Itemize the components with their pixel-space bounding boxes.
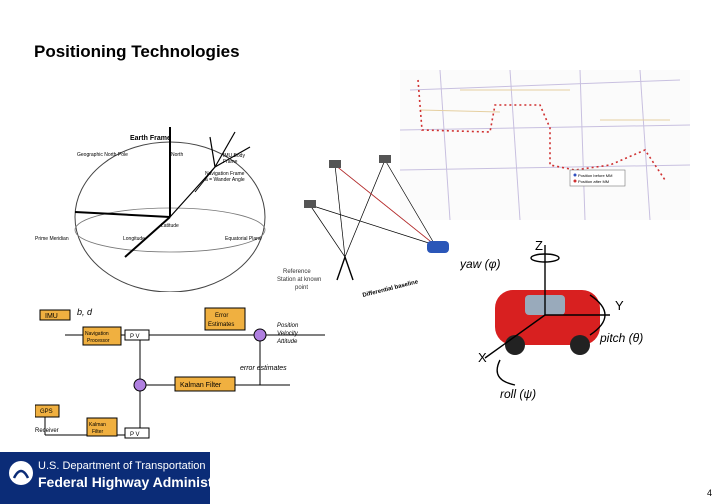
footer-white-area	[210, 452, 728, 504]
earth-frame-title: Earth Frame	[130, 135, 171, 142]
kalman-filter-label: Kalman Filter	[180, 382, 222, 389]
map-panel: Position before MM Position after MM	[400, 70, 690, 220]
dot-name: U.S. Department of Transportation	[38, 460, 206, 472]
gps-label: GPS	[40, 409, 53, 415]
attitude-label: Attitude	[276, 339, 298, 345]
map-legend-after: Position after MM	[578, 179, 609, 184]
map-legend-before: Position before MM	[578, 173, 612, 178]
error-estimates-label: error estimates	[240, 365, 287, 372]
nav-processor-label-2: Processor	[87, 338, 110, 344]
slide-title: Positioning Technologies	[34, 42, 240, 61]
reference-station-label: Reference	[283, 269, 311, 275]
bd-label: b, d	[77, 307, 93, 317]
reference-station-label-2: Station at known	[277, 277, 321, 283]
kalman-small-label: Kalman	[89, 422, 106, 428]
error-estimates-box-label: Error	[215, 313, 228, 319]
navigation-frame-label: Navigation Frame	[205, 171, 245, 177]
fhwa-name: Federal Highway Administration	[38, 474, 252, 490]
car-icon	[427, 241, 449, 253]
imu-body-frame-label-2: Frame	[223, 159, 238, 165]
page-number: 4	[706, 488, 712, 498]
dot-logo-icon	[9, 461, 33, 485]
pv-bottom-label: P V	[130, 432, 140, 438]
vehicle-axes-diagram: Z Y X yaw (φ) pitch (θ) roll (ψ)	[460, 240, 643, 401]
nav-processor-label: Navigation	[85, 331, 109, 337]
error-estimates-box-label-2: Estimates	[208, 322, 234, 328]
filter-small-label: Filter	[92, 429, 103, 435]
prime-meridian-label: Prime Meridian	[35, 236, 69, 242]
footer-bar: U.S. Department of Transportation Federa…	[0, 452, 728, 504]
block-diagram: IMU b, d Navigation Processor P V Error …	[35, 307, 325, 439]
reference-station-label-3: point	[295, 285, 308, 291]
pv-top-label: P V	[130, 334, 140, 340]
gps-diagram: Reference Station at known point Differe…	[277, 155, 449, 299]
geographic-north-pole-label: Geographic North Pole	[77, 152, 128, 158]
satellite-icon	[304, 155, 391, 208]
y-axis-label: Y	[615, 298, 624, 313]
differential-baseline-label: Differential baseline	[362, 279, 419, 299]
imu-body-frame-label: IMU Body	[223, 153, 245, 159]
imu-label: IMU	[45, 313, 58, 320]
wander-angle-label: a = Wander Angle	[205, 177, 245, 183]
receiver-label: Receiver	[35, 428, 59, 434]
position-label: Position	[277, 323, 299, 329]
earth-frame-diagram: Earth Frame Geographic North Pole North …	[35, 127, 266, 292]
latitude-label: Latitude	[161, 223, 179, 229]
equatorial-plane-label: Equatorial Plane	[225, 236, 262, 242]
velocity-label: Velocity	[277, 331, 299, 337]
pitch-label: pitch (θ)	[599, 331, 643, 345]
reference-station-icon	[336, 254, 354, 281]
yaw-label: yaw (φ)	[460, 257, 501, 271]
roll-label: roll (ψ)	[500, 387, 536, 401]
x-axis-label: X	[478, 350, 487, 365]
z-axis-label: Z	[535, 240, 543, 253]
longitude-label: Longitude	[123, 236, 145, 242]
north-label: North	[171, 152, 183, 158]
